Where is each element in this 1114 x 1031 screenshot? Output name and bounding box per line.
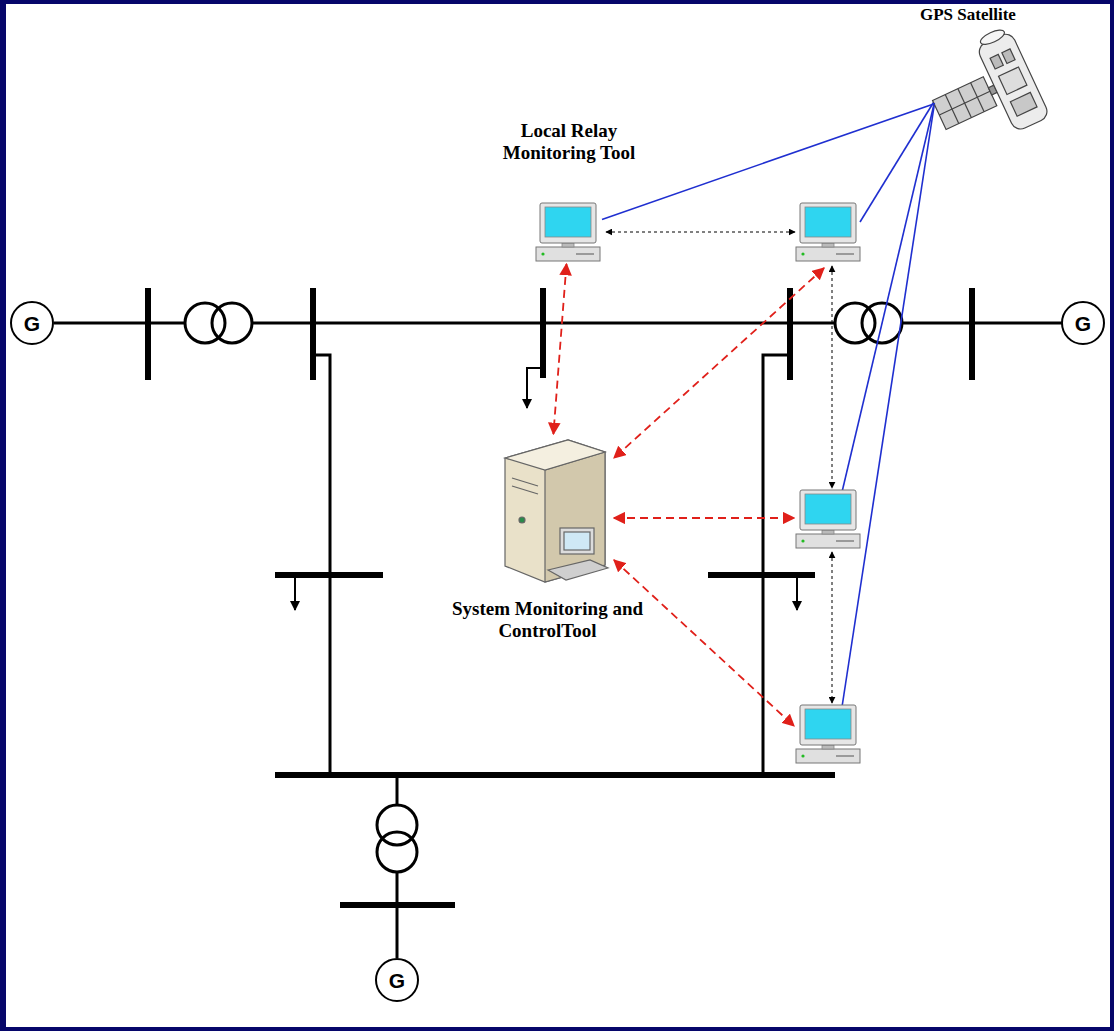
- relay-monitor-node: Local Relay Monitoring Tool: [536, 200, 602, 262]
- peer-links: [606, 232, 832, 703]
- satellite-node: GPS Satellite: [935, 28, 1075, 130]
- generator-label: G: [389, 970, 405, 991]
- generator-circle: G: [375, 958, 419, 1002]
- transformer-symbols: [185, 303, 902, 872]
- server-icon: [505, 440, 608, 582]
- generator-circle: G: [10, 301, 54, 345]
- label-holder: Local Relay Monitoring Tool: [484, 120, 654, 164]
- data-links: [614, 268, 824, 726]
- node-label: Local Relay Monitoring Tool: [484, 120, 654, 164]
- gps-link: [602, 103, 935, 219]
- power-lines: [54, 323, 1063, 958]
- generator-label: G: [24, 313, 40, 334]
- data-link: [553, 264, 566, 434]
- generator-circle: G: [1061, 301, 1105, 345]
- label-holder: System Monitoring and ControlTool: [443, 598, 653, 642]
- node-label: System Monitoring and ControlTool: [443, 598, 653, 642]
- satellite-icon: [917, 25, 1050, 159]
- control-server-node: System Monitoring and ControlTool: [485, 436, 610, 586]
- bus-bars: [148, 288, 972, 905]
- label-holder: GPS Satellite: [920, 5, 1080, 25]
- computer-icons: [536, 203, 860, 763]
- generator-label: G: [1075, 313, 1091, 334]
- node-label: GPS Satellite: [920, 5, 1080, 25]
- gps-links: [842, 100, 935, 707]
